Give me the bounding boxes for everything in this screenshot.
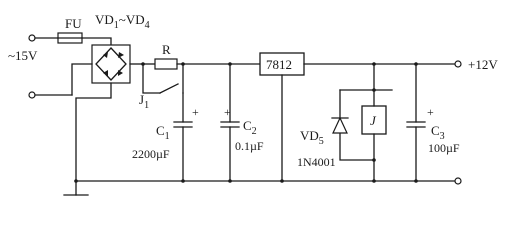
c2-plus-marker: + xyxy=(224,105,231,119)
regulator-label: 7812 xyxy=(266,57,292,72)
diode-part-label: 1N4001 xyxy=(297,155,336,169)
fuse-label: FU xyxy=(65,16,82,31)
relay-coil-label: J xyxy=(370,113,377,128)
bridge-label: VD1~VD4 xyxy=(95,12,150,31)
resistor-r xyxy=(154,58,178,70)
c1-plus: + xyxy=(192,105,199,119)
relay-contact-label: J1 xyxy=(139,92,149,111)
c3-value: 100µF xyxy=(428,141,460,155)
c3-plus: + xyxy=(427,105,434,119)
relay-contact-j1 xyxy=(159,83,179,94)
input-terminal-bottom xyxy=(28,91,36,99)
bridge-rectifier xyxy=(91,44,131,84)
c3-label: C3 xyxy=(431,123,445,142)
input-terminal-top xyxy=(28,34,36,42)
diode-vd5 xyxy=(332,116,348,134)
output-voltage-label: +12V xyxy=(468,57,498,72)
resistor-label: R xyxy=(162,42,171,57)
diode-label: VD5 xyxy=(300,128,324,147)
c1-value: 2200µF xyxy=(132,147,170,161)
relay-coil-j xyxy=(361,105,387,135)
circuit-diagram: FU VD1~VD4 ~15V R J1 + C1 2200µF C2 0.1µ… xyxy=(8,12,498,196)
output-terminal-top xyxy=(454,60,462,68)
capacitor-c2 xyxy=(220,121,240,128)
capacitor-c1 xyxy=(173,121,193,128)
input-voltage-label: ~15V xyxy=(8,48,38,63)
capacitor-c3 xyxy=(406,121,426,128)
c2-label: C2 xyxy=(243,118,257,137)
c2-value: 0.1µF xyxy=(235,139,264,153)
c1-label: C1 xyxy=(156,123,170,142)
output-terminal-bottom xyxy=(454,177,462,185)
